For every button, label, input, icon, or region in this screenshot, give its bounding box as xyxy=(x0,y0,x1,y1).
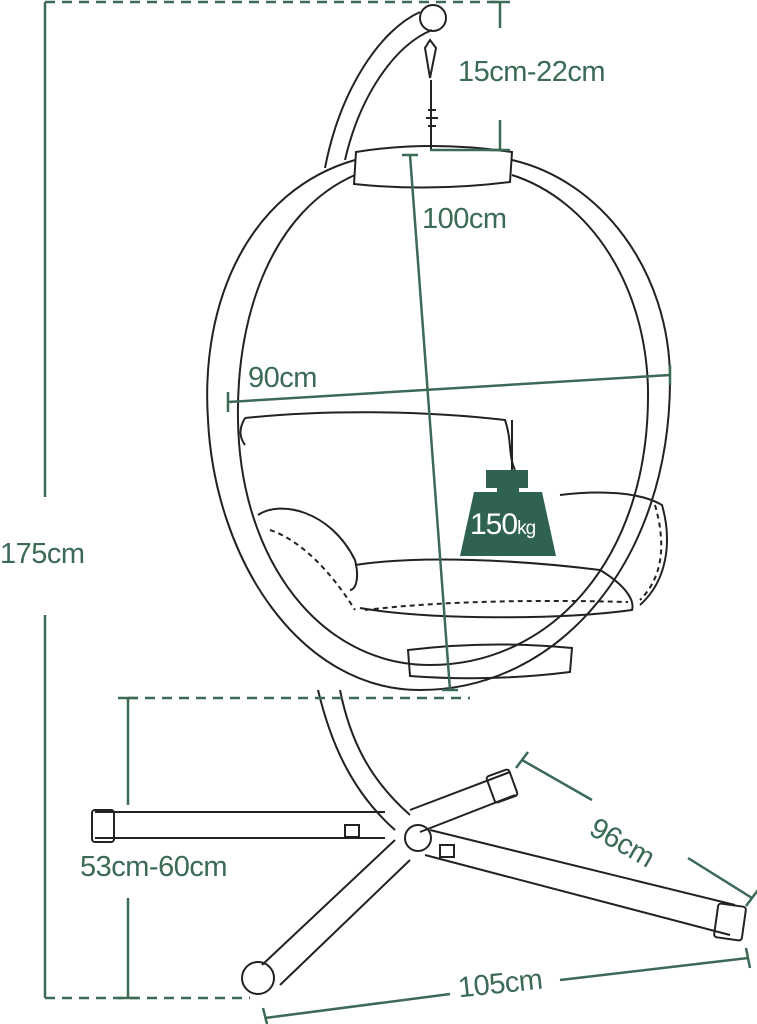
dimension-lines xyxy=(43,0,757,1024)
basket-width-label: 90cm xyxy=(248,362,317,394)
chair-outline xyxy=(91,4,747,995)
weight-value: 150 xyxy=(470,508,518,541)
seat-height-label: 53cm-60cm xyxy=(80,851,228,883)
hook-length-label: 15cm-22cm xyxy=(458,56,606,88)
basket-height-label: 100cm xyxy=(422,203,507,235)
weight-icon xyxy=(460,470,556,556)
weight-unit: kg xyxy=(517,518,536,539)
weight-capacity-label: 150kg xyxy=(470,508,536,542)
total-height-label: 175cm xyxy=(0,538,85,570)
